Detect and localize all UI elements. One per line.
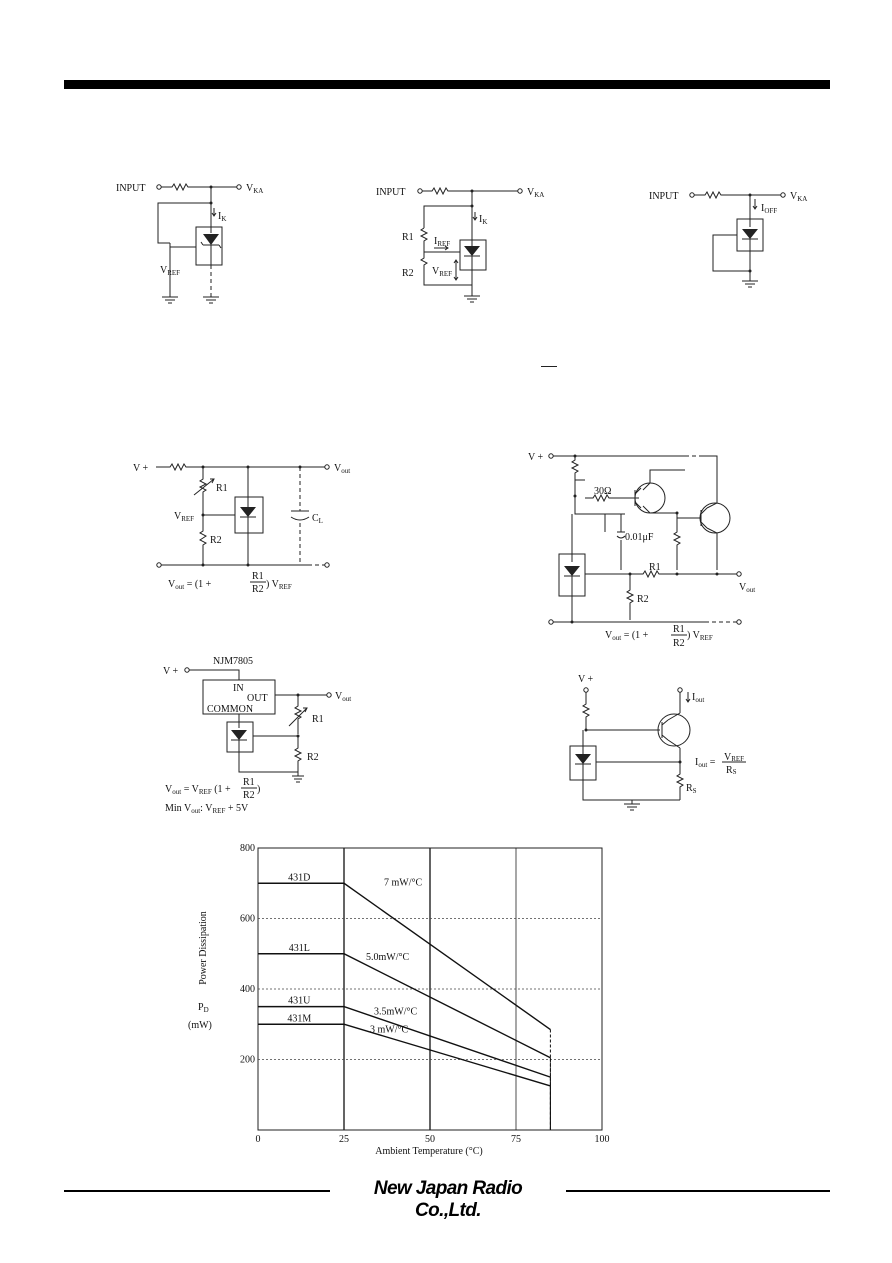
vout-label: Vout	[739, 582, 755, 594]
vout-formula: Vout = VREF (1 +	[165, 784, 231, 796]
x-tick-label: 75	[511, 1134, 521, 1145]
brand-logo: New Japan Radio Co.,Ltd.	[373, 1178, 523, 1221]
pin-common: COMMON	[207, 704, 253, 715]
frac-den: R2	[243, 790, 255, 801]
vref-label: VREF	[160, 265, 180, 277]
vout-formula: Vout = (1 +	[168, 579, 212, 591]
series-derating-431M: 3 mW/°C	[370, 1024, 408, 1035]
frac-num: R1	[243, 777, 255, 788]
frac-den: R2	[252, 584, 264, 595]
pin-in: IN	[233, 683, 244, 694]
header-rule	[64, 80, 830, 89]
vplus-label: V +	[163, 666, 179, 677]
r1-label: R1	[402, 232, 414, 243]
input-label: INPUT	[649, 191, 678, 202]
input-label: INPUT	[376, 187, 405, 198]
vout-label: Vout	[335, 691, 351, 703]
y-axis-label: Power Dissipation	[198, 911, 209, 985]
vout-formula: Vout = (1 +	[605, 630, 649, 642]
r1-label: R1	[312, 714, 324, 725]
series-label-431M: 431M	[287, 1013, 311, 1024]
min-vout: Min Vout: VREF + 5V	[165, 803, 249, 815]
y-tick-label: 800	[240, 843, 255, 854]
circuit-vref-divider-test: INPUT VKA R1 R2 IK IREF VREF	[376, 186, 544, 303]
footer-rule-left	[64, 1190, 330, 1192]
frac-den: R2	[673, 638, 685, 649]
x-tick-label: 100	[595, 1134, 610, 1145]
vka-label: VKA	[527, 187, 544, 199]
chart-grid	[257, 847, 603, 1131]
series-derating-431D: 7 mW/°C	[384, 877, 422, 888]
y-tick-label: 200	[240, 1055, 255, 1066]
circuit-shunt-regulator: V + Vout R1 VREF R2 CL Vout = (1 + R1 R2…	[133, 462, 350, 595]
circuit-output-control-7805: NJM7805 V + IN OUT COMMON Vout R1 R2 Vou…	[163, 656, 351, 815]
series-line-431D	[258, 882, 551, 1031]
series-derating-431U: 3.5mW/°C	[374, 1007, 417, 1018]
y-tick-label: 400	[240, 984, 255, 995]
frac-num: VREF	[724, 752, 744, 763]
cap-label: 0.01μF	[625, 532, 654, 543]
chart-series: 431D 7 mW/°C 431L 5.0mW/°C 431U 3.5mW/°C 431M 3…	[258, 872, 551, 1130]
r30-label: 30Ω	[594, 486, 611, 497]
circuit-ioff-test: INPUT VKA IOFF	[649, 190, 807, 288]
y-axis-unit: (mW)	[188, 1020, 212, 1031]
r2-label: R2	[402, 268, 414, 279]
r1-label: R1	[649, 562, 661, 573]
x-tick-label: 0	[256, 1134, 261, 1145]
formula-tail: ) VREF	[266, 579, 292, 591]
formula-tail: ) VREF	[687, 630, 713, 642]
series-line-431M	[258, 1023, 551, 1087]
vplus-label: V +	[528, 452, 544, 463]
vref-label: VREF	[174, 511, 194, 523]
r1-label: R1	[216, 483, 228, 494]
chart-ticks: 0 25 50 75 100 200 400 600 800	[240, 843, 610, 1145]
formula-close: )	[257, 784, 260, 795]
x-tick-label: 50	[425, 1134, 435, 1145]
y-tick-label: 600	[240, 914, 255, 925]
vplus-label: V +	[133, 463, 149, 474]
y-axis-symbol: PD	[198, 1002, 209, 1014]
series-label-431L: 431L	[289, 943, 310, 954]
circuit-high-current-shunt: V + 30Ω 0.01μF R2 R1 Vout Vout = (1 + R1…	[528, 452, 755, 649]
frac-num: R1	[673, 624, 685, 635]
circuit-constant-current-sink: V + Iout RS Iout = VREF RS	[569, 674, 746, 811]
series-label-431D: 431D	[288, 872, 310, 883]
footer-rule-right	[566, 1190, 830, 1192]
frac-den: RS	[726, 765, 737, 776]
r2-label: R2	[210, 535, 222, 546]
series-label-431U: 431U	[288, 996, 311, 1007]
rs-label: RS	[686, 783, 697, 795]
vplus-label: V +	[578, 674, 594, 685]
cl-label: CL	[312, 513, 323, 525]
vka-label: VKA	[246, 183, 263, 195]
frac-num: R1	[252, 571, 264, 582]
vka-label: VKA	[790, 191, 807, 203]
r2-label: R2	[307, 752, 319, 763]
stray-mark	[541, 366, 557, 367]
series-line-431U	[258, 1005, 551, 1078]
series-line-431L	[258, 953, 551, 1059]
vout-label: Vout	[334, 463, 350, 475]
x-tick-label: 25	[339, 1134, 349, 1145]
input-label: INPUT	[116, 183, 145, 194]
ioff-label: IOFF	[761, 203, 777, 215]
ik-label: IK	[479, 214, 487, 226]
series-derating-431L: 5.0mW/°C	[366, 952, 409, 963]
vref-label: VREF	[432, 266, 452, 278]
iout-formula: Iout =	[695, 757, 716, 769]
x-axis-label: Ambient Temperature (°C)	[375, 1146, 483, 1157]
chip-label: NJM7805	[213, 656, 253, 667]
circuit-vref-test: INPUT VKA IK VREF	[116, 182, 263, 304]
ik-label: IK	[218, 211, 226, 223]
r2-label: R2	[637, 594, 649, 605]
iout-label: Iout	[692, 692, 704, 704]
iref-label: IREF	[434, 236, 450, 248]
pin-out: OUT	[247, 693, 268, 704]
power-dissipation-chart: 0 25 50 75 100 200 400 600 800 431D 7 mW/°C 431L 5.…	[188, 843, 610, 1157]
